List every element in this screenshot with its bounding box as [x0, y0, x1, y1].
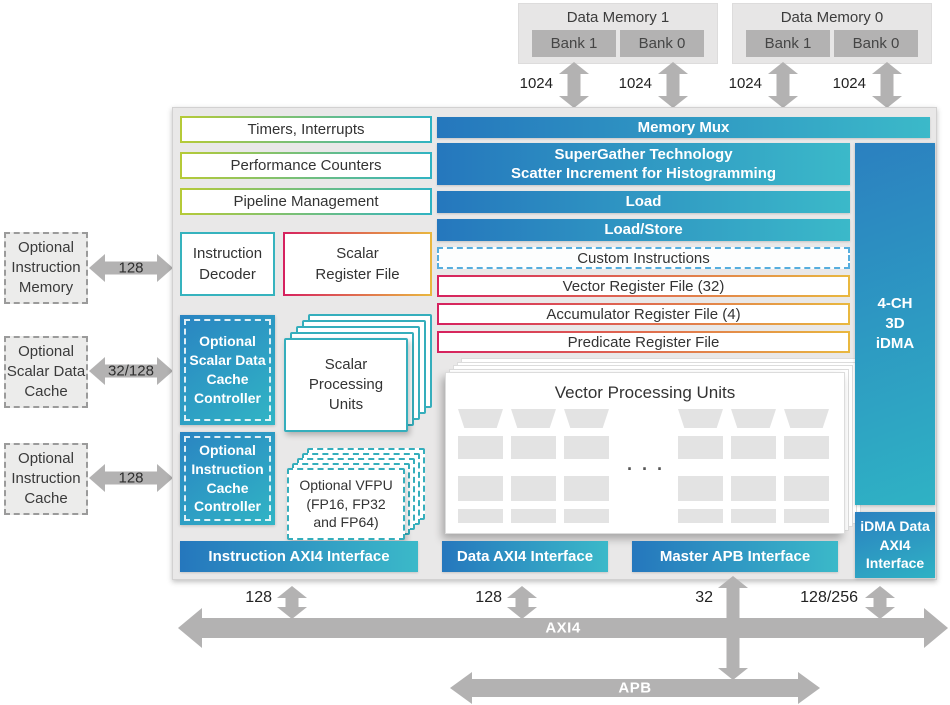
bus-arrow-128-256	[865, 586, 895, 619]
bus-width-label: 128	[475, 589, 502, 606]
predicate-register-file-bar: Predicate Register File	[437, 331, 850, 353]
bus-arrow-128-instruction	[277, 586, 307, 619]
pipeline-management-box: Pipeline Management	[180, 188, 432, 215]
instruction-axi4-interface-bar: Instruction AXI4 Interface	[180, 541, 418, 572]
custom-instructions-bar: Custom Instructions	[437, 247, 850, 269]
instruction-cache-controller-box: Optional Instruction Cache Controller	[180, 432, 275, 525]
instruction-decoder-box: Instruction Decoder	[180, 232, 275, 296]
bus-width-label: 128	[245, 589, 272, 606]
bus-width-label: 128	[118, 469, 144, 487]
data-memory-0: Data Memory 0 Bank 1 Bank 0	[732, 3, 932, 64]
supergather-bar: SuperGather Technology Scatter Increment…	[437, 143, 850, 185]
load-bar: Load	[437, 191, 850, 213]
scalar-register-file-label: Scalar Register File	[285, 234, 430, 294]
optional-instruction-cache: Optional Instruction Cache	[4, 443, 88, 515]
bus-arrow-left-128b: 128	[89, 464, 173, 492]
bus-arrow-1024	[559, 62, 589, 108]
bank: Bank 0	[834, 30, 918, 57]
scalar-processing-units-label: Scalar Processing Units	[284, 338, 408, 432]
bus-width-label: 1024	[832, 75, 866, 92]
bus-arrow-1024	[872, 62, 902, 108]
optional-instruction-memory: Optional Instruction Memory	[4, 232, 88, 304]
data-memory-0-title: Data Memory 0	[780, 9, 884, 26]
load-store-bar: Load/Store	[437, 219, 850, 241]
pipeline-management-label: Pipeline Management	[182, 190, 430, 213]
vector-register-file-label: Vector Register File (32)	[439, 277, 848, 295]
idma-box: 4-CH 3D iDMA	[855, 143, 935, 505]
timers-interrupts-label: Timers, Interrupts	[182, 118, 430, 141]
predicate-register-file-label: Predicate Register File	[439, 333, 848, 351]
scalar-register-file-box: Scalar Register File	[283, 232, 432, 296]
bus-arrow-1024	[768, 62, 798, 108]
bus-width-label: 128/256	[800, 589, 858, 606]
vpu-ellipsis: · · ·	[627, 459, 665, 479]
bus-arrow-1024	[658, 62, 688, 108]
bus-width-label: 1024	[618, 75, 652, 92]
vector-processing-units-stack: Vector Processing Units · · ·	[445, 358, 861, 534]
data-axi4-interface-bar: Data AXI4 Interface	[442, 541, 608, 572]
performance-counters-label: Performance Counters	[182, 154, 430, 177]
scalar-data-cache-controller-label: Optional Scalar Data Cache Controller	[184, 319, 271, 421]
bank: Bank 1	[746, 30, 830, 57]
vector-processing-units-card: Vector Processing Units · · ·	[445, 372, 845, 534]
axi4-bus-arrow: AXI4	[178, 608, 948, 648]
bus-arrow-left-32-128: 32/128	[89, 357, 173, 385]
master-apb-interface-bar: Master APB Interface	[632, 541, 838, 572]
optional-scalar-data-cache: Optional Scalar Data Cache	[4, 336, 88, 408]
vfpu-label: Optional VFPU (FP16, FP32 and FP64)	[287, 468, 405, 540]
idma-axi4-interface-box: iDMA Data AXI4 Interface	[855, 512, 935, 578]
apb-bus-arrow: APB	[450, 672, 820, 704]
scalar-data-cache-controller-box: Optional Scalar Data Cache Controller	[180, 315, 275, 425]
scalar-processing-units-stack: Scalar Processing Units	[284, 314, 432, 432]
accumulator-register-file-label: Accumulator Register File (4)	[439, 305, 848, 323]
timers-interrupts-box: Timers, Interrupts	[180, 116, 432, 143]
data-memory-1: Data Memory 1 Bank 1 Bank 0	[518, 3, 718, 64]
bus-width-label: 128	[118, 259, 144, 277]
apb-bus-label: APB	[618, 679, 652, 697]
data-memory-1-title: Data Memory 1	[566, 9, 670, 26]
performance-counters-box: Performance Counters	[180, 152, 432, 179]
bank: Bank 1	[532, 30, 616, 57]
bus-arrow-128-data	[507, 586, 537, 619]
vector-register-file-bar: Vector Register File (32)	[437, 275, 850, 297]
bus-width-label: 1024	[519, 75, 553, 92]
vector-processing-units-title: Vector Processing Units	[554, 383, 736, 402]
accumulator-register-file-bar: Accumulator Register File (4)	[437, 303, 850, 325]
bus-width-label: 32/128	[108, 362, 154, 380]
bus-arrow-left-128: 128	[89, 254, 173, 282]
bus-width-label: 1024	[728, 75, 762, 92]
vfpu-stack: Optional VFPU (FP16, FP32 and FP64)	[287, 448, 425, 540]
axi4-bus-label: AXI4	[545, 619, 581, 637]
memory-mux-bar: Memory Mux	[437, 117, 930, 138]
bus-width-label: 32	[695, 589, 713, 606]
instruction-cache-controller-label: Optional Instruction Cache Controller	[184, 436, 271, 521]
bank: Bank 0	[620, 30, 704, 57]
